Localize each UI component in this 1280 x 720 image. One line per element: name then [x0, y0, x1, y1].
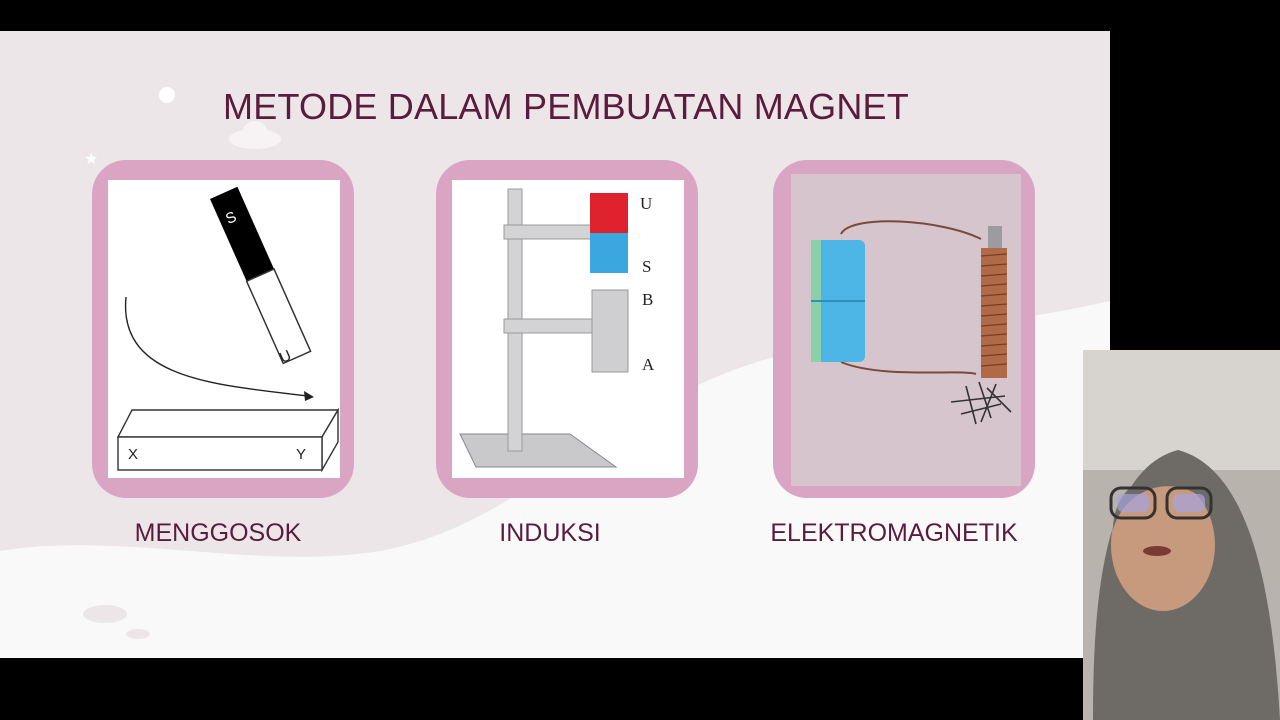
method-card-induksi: U S B A [436, 160, 698, 498]
method-card-elektromagnetik [773, 160, 1035, 498]
svg-text:★: ★ [84, 151, 98, 168]
presenter-webcam [1083, 350, 1280, 720]
pole-label-u: U [640, 194, 652, 213]
slide-title: METODE DALAM PEMBUATAN MAGNET [223, 86, 909, 127]
illustration-rubbing: S U X Y [108, 180, 340, 478]
bar-label-right: Y [296, 446, 306, 463]
caption-induksi: INDUKSI [499, 519, 601, 547]
method-card-menggosok: S U X Y [92, 160, 354, 498]
presenter-video-icon [1083, 350, 1280, 720]
pole-label-b: B [642, 290, 653, 309]
caption-menggosok: MENGGOSOK [134, 519, 302, 547]
pole-label-a: A [642, 355, 655, 374]
bar-label-left: X [128, 446, 138, 463]
pole-label-s: S [642, 257, 651, 276]
illustration-electromagnet [791, 174, 1021, 486]
illustration-induction: U S B A [452, 180, 684, 478]
caption-elektromagnetik: ELEKTROMAGNETIK [770, 519, 1018, 547]
presentation-slide: ★ METODE DALAM PEMBUATAN MAGNET S U X Y [0, 31, 1110, 658]
